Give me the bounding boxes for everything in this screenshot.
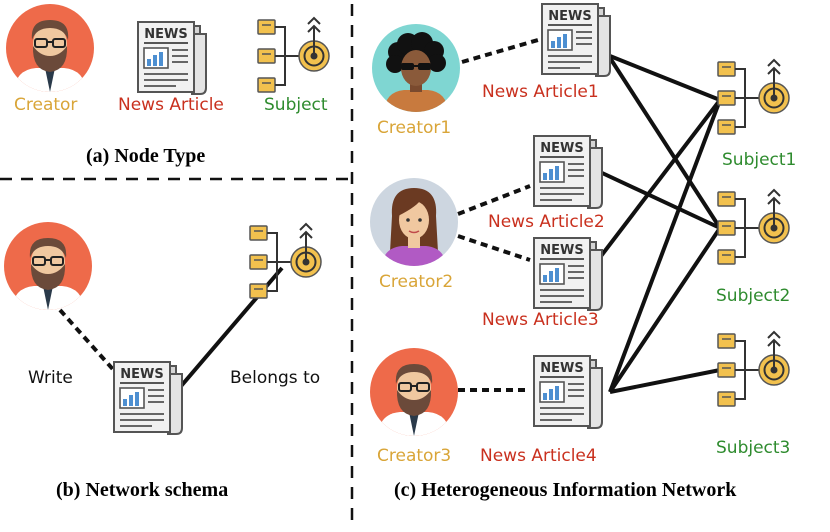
write-edge-label: Write xyxy=(28,368,73,388)
edge-group-write xyxy=(457,38,539,392)
creator-icon-b xyxy=(4,222,92,312)
belongs-edge-label: Belongs to xyxy=(230,368,321,388)
news-article2-icon xyxy=(533,135,603,209)
subject3-label: Subject3 xyxy=(716,438,791,458)
edge-write xyxy=(58,308,120,377)
creator1-label: Creator1 xyxy=(377,118,452,138)
news-type-label: News Article xyxy=(118,95,224,115)
news-article3-label: News Article3 xyxy=(482,310,599,330)
creator-type-label: Creator xyxy=(14,95,78,115)
caption-hin: (c) Heterogeneous Information Network xyxy=(394,479,737,501)
creator2-label: Creator2 xyxy=(379,272,454,292)
news-icon-a xyxy=(137,21,207,95)
subject1-icon xyxy=(717,59,790,135)
creator3-avatar xyxy=(370,348,458,438)
news-article1-icon xyxy=(541,3,611,77)
creator3-label: Creator3 xyxy=(377,446,452,466)
creator1-avatar xyxy=(372,24,460,114)
caption-network-schema: (b) Network schema xyxy=(56,479,229,501)
edge-group-belongs xyxy=(596,54,722,394)
subject1-label: Subject1 xyxy=(722,150,797,170)
news-article3-icon xyxy=(533,237,603,311)
caption-node-type: (a) Node Type xyxy=(86,145,206,167)
news-article2-label: News Article2 xyxy=(488,212,605,232)
creator2-avatar xyxy=(370,178,458,268)
subject2-label: Subject2 xyxy=(716,286,791,306)
creator-icon-a xyxy=(6,4,94,94)
news-article4-icon xyxy=(533,355,603,429)
subject-icon-a xyxy=(257,17,330,93)
news-article1-label: News Article1 xyxy=(482,82,599,102)
subject-type-label: Subject xyxy=(264,95,328,115)
news-icon-b xyxy=(113,361,183,435)
subject2-icon xyxy=(717,189,790,265)
subject3-icon xyxy=(717,331,790,407)
subject-icon-b xyxy=(249,223,322,299)
news-article4-label: News Article4 xyxy=(480,446,597,466)
